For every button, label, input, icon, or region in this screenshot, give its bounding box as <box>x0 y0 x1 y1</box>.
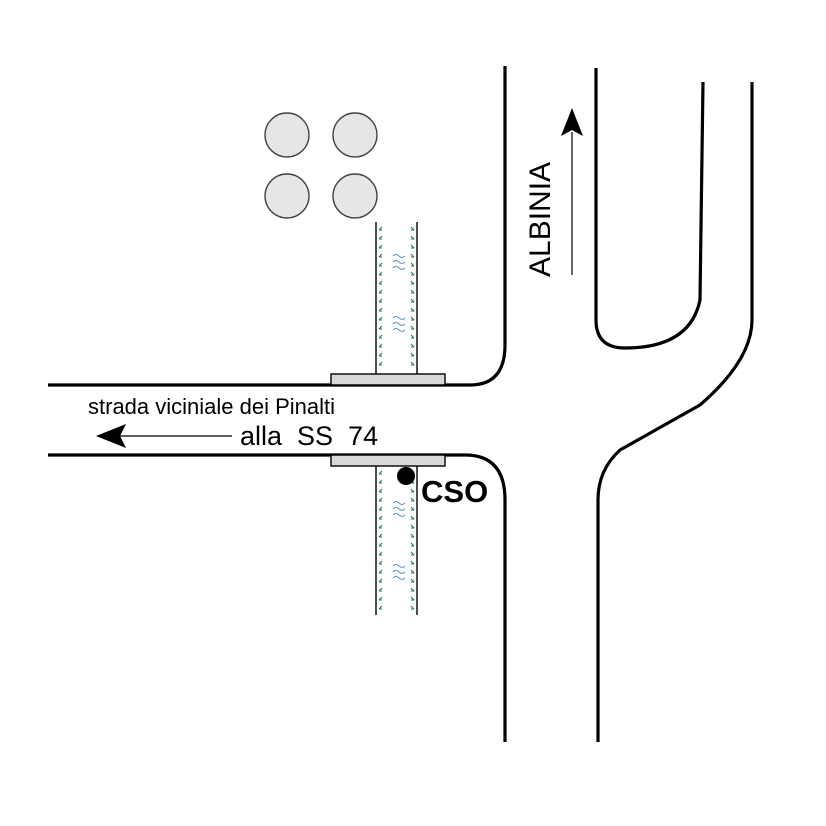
road-island <box>594 68 705 350</box>
ditch-grass <box>378 226 415 366</box>
grass-tick <box>378 298 383 303</box>
grass-tick <box>410 542 415 547</box>
tree-circle-icon <box>264 173 310 219</box>
bridge-south <box>330 454 446 467</box>
grass-tick <box>378 470 383 475</box>
grass-tick <box>378 605 383 610</box>
water-wave-icon <box>392 501 406 580</box>
grass-tick <box>410 533 415 538</box>
grass-tick <box>410 244 415 249</box>
tree-circle-icon <box>264 112 310 158</box>
grass-tick <box>378 244 383 249</box>
grass-tick <box>410 316 415 321</box>
cso-point-icon <box>397 467 415 485</box>
grass-tick <box>378 515 383 520</box>
grass-tick <box>378 253 383 258</box>
grass-tick <box>378 551 383 556</box>
arrow-left-icon <box>96 424 232 448</box>
grass-tick <box>378 587 383 592</box>
grass-tick <box>410 271 415 276</box>
ditch-lower <box>375 466 418 615</box>
grass-tick <box>378 352 383 357</box>
grass-tick <box>410 587 415 592</box>
grass-tick <box>410 497 415 502</box>
grass-tick <box>410 235 415 240</box>
grass-tick <box>410 605 415 610</box>
grass-tick <box>410 334 415 339</box>
water-wave-icon <box>392 254 406 332</box>
grass-tick <box>410 262 415 267</box>
cso-label: CSO <box>421 474 488 509</box>
grass-tick <box>378 361 383 366</box>
ditch-upper <box>375 222 418 374</box>
side-road-north-edge <box>48 66 507 387</box>
grass-tick <box>378 569 383 574</box>
grass-tick <box>410 289 415 294</box>
grass-tick <box>378 560 383 565</box>
grass-tick <box>410 343 415 348</box>
grass-tick <box>378 262 383 267</box>
grass-tick <box>378 524 383 529</box>
grass-tick <box>410 569 415 574</box>
grass-tick <box>378 533 383 538</box>
grass-tick <box>378 235 383 240</box>
tree-circle-icon <box>332 173 378 219</box>
grass-tick <box>410 361 415 366</box>
grass-tick <box>378 343 383 348</box>
main-road-east-edge <box>596 82 754 742</box>
grass-tick <box>378 596 383 601</box>
grass-tick <box>410 280 415 285</box>
grass-tick <box>410 253 415 258</box>
grass-tick <box>378 271 383 276</box>
grass-tick <box>410 515 415 520</box>
bridge-north <box>330 373 446 386</box>
grass-tick <box>410 226 415 231</box>
grass-tick <box>410 506 415 511</box>
grass-tick <box>378 506 383 511</box>
direction-north-label: ALBINIA <box>524 162 557 277</box>
grass-tick <box>378 488 383 493</box>
arrow-up-icon <box>561 108 583 275</box>
grass-tick <box>410 488 415 493</box>
grass-tick <box>410 524 415 529</box>
grass-tick <box>378 479 383 484</box>
grass-tick <box>410 551 415 556</box>
grass-tick <box>378 226 383 231</box>
road-name-label: strada viciniale dei Pinalti <box>88 394 335 419</box>
ditch-grass <box>378 470 415 610</box>
tree-circle-icon <box>332 112 378 158</box>
grass-tick <box>378 316 383 321</box>
grass-tick <box>378 334 383 339</box>
grass-tick <box>410 298 415 303</box>
direction-west-label: alla SS 74 <box>240 421 378 451</box>
grass-tick <box>378 542 383 547</box>
grass-tick <box>410 307 415 312</box>
tree-group <box>264 112 378 219</box>
grass-tick <box>410 560 415 565</box>
grass-tick <box>378 289 383 294</box>
grass-tick <box>378 307 383 312</box>
grass-tick <box>378 325 383 330</box>
grass-tick <box>378 578 383 583</box>
grass-tick <box>410 352 415 357</box>
grass-tick <box>378 280 383 285</box>
grass-tick <box>410 325 415 330</box>
road-lines <box>48 66 754 742</box>
grass-tick <box>410 596 415 601</box>
side-road-south-edge <box>48 453 507 742</box>
grass-tick <box>410 578 415 583</box>
grass-tick <box>378 497 383 502</box>
